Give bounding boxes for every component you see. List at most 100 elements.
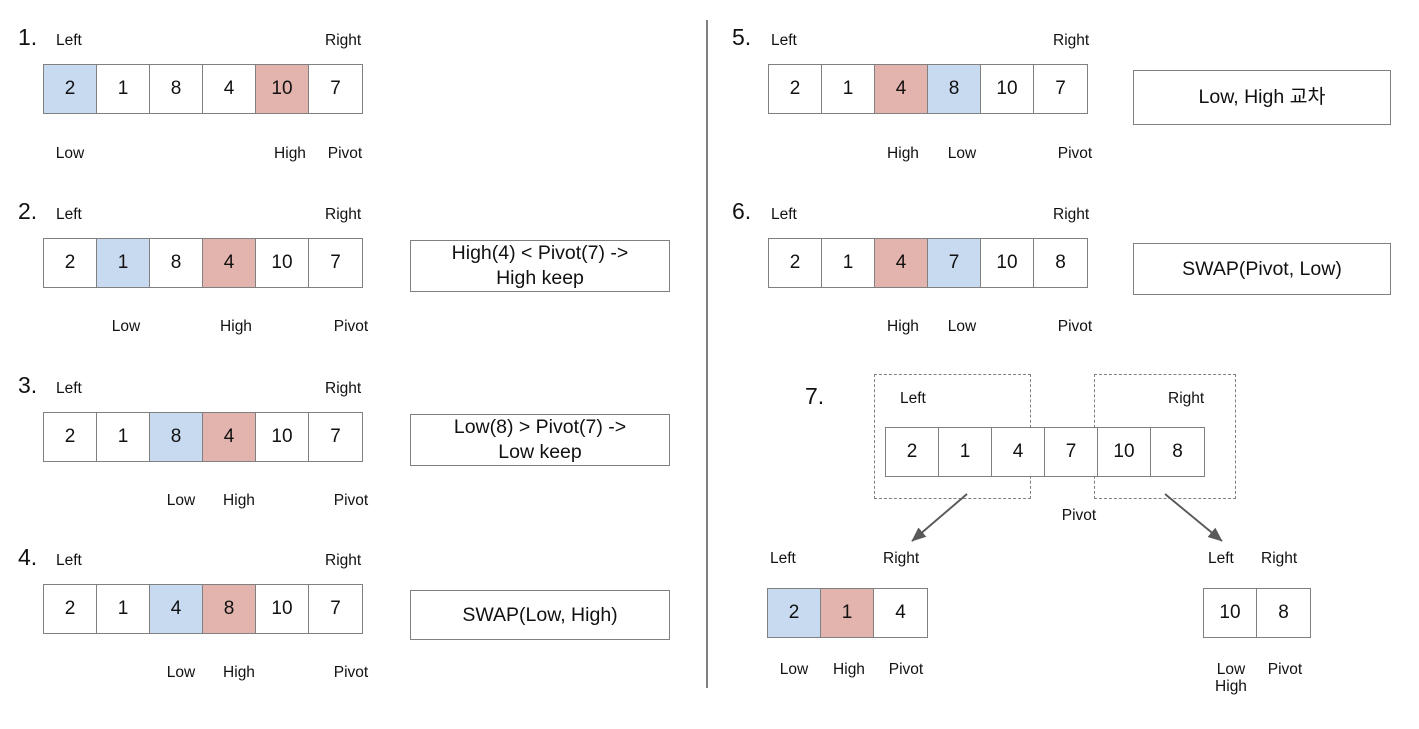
step-5-array: 2 1 4 8 10 7 bbox=[768, 64, 1088, 114]
array-cell: 10 bbox=[1098, 428, 1151, 476]
pointer-pivot: Pivot bbox=[327, 145, 363, 162]
step-4-number: 4. bbox=[18, 544, 38, 570]
step-6-number: 6. bbox=[732, 198, 752, 224]
arrow-to-right-subarray bbox=[1164, 493, 1223, 542]
array-cell: 7 bbox=[928, 239, 981, 287]
array-cell: 7 bbox=[309, 413, 362, 461]
array-cell: 10 bbox=[256, 413, 309, 461]
array-cell: 10 bbox=[981, 65, 1034, 113]
array-cell: 7 bbox=[1034, 65, 1087, 113]
array-cell: 1 bbox=[97, 585, 150, 633]
step-2-array: 2 1 8 4 10 7 bbox=[43, 238, 363, 288]
pointer-low-label: Low bbox=[1216, 661, 1246, 678]
sub-right-left-label: Left bbox=[1208, 550, 1234, 567]
step-3-left-label: Left bbox=[56, 380, 82, 397]
step-5-left-label: Left bbox=[771, 32, 797, 49]
pointer-high: High bbox=[887, 145, 919, 162]
step-7-left-label: Left bbox=[900, 390, 926, 407]
array-cell: 4 bbox=[875, 65, 928, 113]
step-2-note: High(4) < Pivot(7) ->High keep bbox=[410, 240, 670, 292]
array-cell: 2 bbox=[768, 589, 821, 637]
pointer-pivot: Pivot bbox=[333, 664, 369, 681]
step-2-right-label: Right bbox=[325, 206, 362, 223]
sub-left-left-label: Left bbox=[770, 550, 796, 567]
step-4-right-label: Right bbox=[325, 552, 362, 569]
step-4-left-label: Left bbox=[56, 552, 82, 569]
arrow-to-left-subarray bbox=[911, 493, 968, 542]
array-cell: 2 bbox=[44, 585, 97, 633]
column-divider bbox=[706, 20, 708, 688]
pointer-pivot: Pivot bbox=[1061, 507, 1097, 524]
array-cell: 10 bbox=[256, 585, 309, 633]
array-cell: 7 bbox=[309, 239, 362, 287]
array-cell: 7 bbox=[309, 585, 362, 633]
pointer-high-label: High bbox=[1215, 678, 1247, 695]
step-6-array: 2 1 4 7 10 8 bbox=[768, 238, 1088, 288]
array-cell: 1 bbox=[939, 428, 992, 476]
array-cell: 8 bbox=[203, 585, 256, 633]
step-3-note: Low(8) > Pivot(7) ->Low keep bbox=[410, 414, 670, 466]
array-cell: 8 bbox=[1257, 589, 1310, 637]
array-cell: 10 bbox=[256, 65, 309, 113]
array-cell: 2 bbox=[44, 413, 97, 461]
array-cell: 2 bbox=[769, 239, 822, 287]
sub-array-right: 10 8 bbox=[1203, 588, 1311, 638]
pointer-low: Low bbox=[55, 145, 85, 162]
pointer-high: High bbox=[223, 492, 255, 509]
step-3-number: 3. bbox=[18, 372, 38, 398]
pointer-pivot: Pivot bbox=[888, 661, 924, 678]
pointer-low: Low bbox=[166, 664, 196, 681]
array-cell: 10 bbox=[256, 239, 309, 287]
array-cell: 4 bbox=[203, 413, 256, 461]
pointer-high: High bbox=[274, 145, 306, 162]
array-cell: 7 bbox=[309, 65, 362, 113]
sub-right-right-label: Right bbox=[1261, 550, 1298, 567]
array-cell: 8 bbox=[1034, 239, 1087, 287]
pointer-low: Low bbox=[166, 492, 196, 509]
array-cell-pivot: 7 bbox=[1045, 428, 1098, 476]
pointer-low-high: Low High bbox=[1215, 661, 1247, 695]
array-cell: 2 bbox=[769, 65, 822, 113]
pointer-low: Low bbox=[947, 145, 977, 162]
pointer-pivot: Pivot bbox=[1267, 661, 1303, 678]
step-3-right-label: Right bbox=[325, 380, 362, 397]
step-1-number: 1. bbox=[18, 24, 38, 50]
step-7-right-label: Right bbox=[1168, 390, 1205, 407]
pointer-high: High bbox=[220, 318, 252, 335]
step-2-left-label: Left bbox=[56, 206, 82, 223]
array-cell: 10 bbox=[981, 239, 1034, 287]
step-4-note: SWAP(Low, High) bbox=[410, 590, 670, 640]
array-cell: 8 bbox=[1151, 428, 1204, 476]
array-cell: 1 bbox=[822, 65, 875, 113]
step-2-number: 2. bbox=[18, 198, 38, 224]
step-6-left-label: Left bbox=[771, 206, 797, 223]
pointer-pivot: Pivot bbox=[333, 492, 369, 509]
array-cell: 2 bbox=[44, 65, 97, 113]
step-4-array: 2 1 4 8 10 7 bbox=[43, 584, 363, 634]
pointer-low: Low bbox=[779, 661, 809, 678]
array-cell: 4 bbox=[203, 239, 256, 287]
step-6-right-label: Right bbox=[1053, 206, 1090, 223]
array-cell: 1 bbox=[97, 413, 150, 461]
step-1-right-label: Right bbox=[325, 32, 362, 49]
array-cell: 8 bbox=[928, 65, 981, 113]
sub-left-right-label: Right bbox=[883, 550, 920, 567]
array-cell: 8 bbox=[150, 239, 203, 287]
array-cell: 8 bbox=[150, 413, 203, 461]
array-cell: 1 bbox=[97, 239, 150, 287]
array-cell: 2 bbox=[886, 428, 939, 476]
pointer-high: High bbox=[833, 661, 865, 678]
pointer-pivot: Pivot bbox=[1057, 145, 1093, 162]
step-7-number: 7. bbox=[805, 383, 825, 409]
step-7-array: 2 1 4 7 10 8 bbox=[885, 427, 1205, 477]
array-cell: 10 bbox=[1204, 589, 1257, 637]
step-6-note: SWAP(Pivot, Low) bbox=[1133, 243, 1391, 295]
step-5-note: Low, High 교차 bbox=[1133, 70, 1391, 125]
pointer-pivot: Pivot bbox=[333, 318, 369, 335]
sub-array-left: 2 1 4 bbox=[767, 588, 928, 638]
array-cell: 8 bbox=[150, 65, 203, 113]
array-cell: 2 bbox=[44, 239, 97, 287]
array-cell: 4 bbox=[875, 239, 928, 287]
array-cell: 4 bbox=[203, 65, 256, 113]
